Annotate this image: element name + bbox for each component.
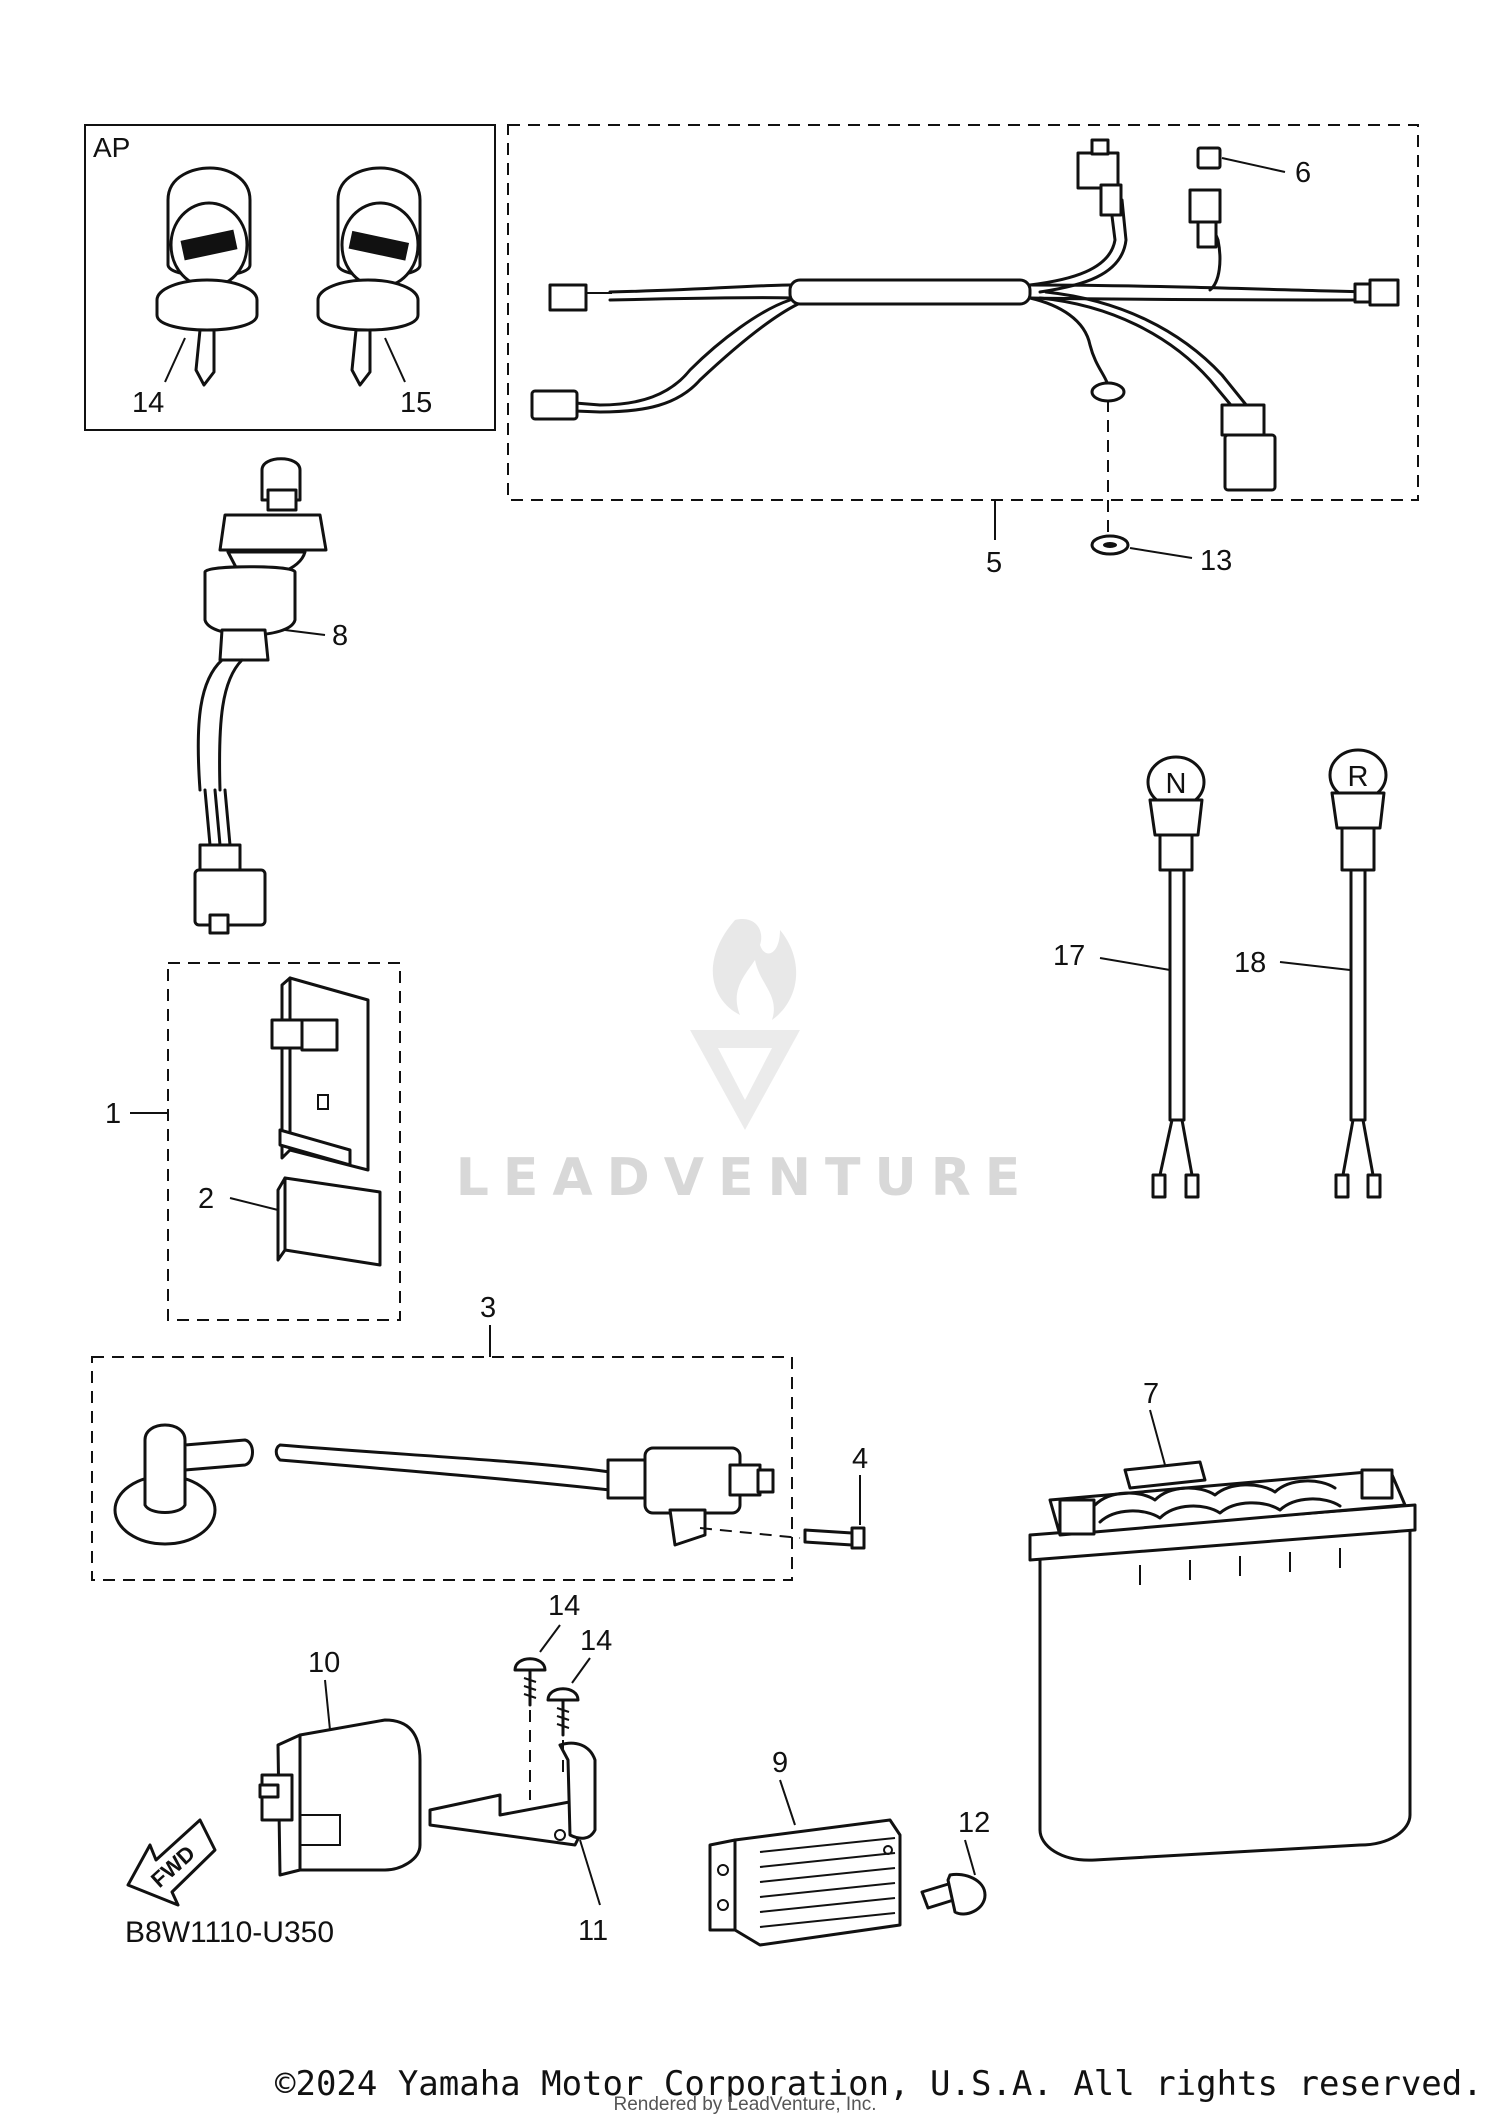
forward-arrow-icon: FWD — [126, 1818, 217, 1907]
cdi-group: 1 2 — [105, 962, 401, 1321]
callout-8: 8 — [332, 620, 348, 652]
rectifier-regulator: 9 — [708, 1747, 902, 1947]
key-16 — [155, 166, 259, 387]
ap-key-group: AP 14 15 — [84, 124, 496, 431]
callout-11: 11 — [578, 1915, 608, 1947]
ap-group-label: AP — [93, 132, 130, 163]
key-15 — [316, 166, 422, 387]
rendered-by-notice: Rendered by LeadVenture, Inc. — [613, 2094, 876, 2115]
bracket: 11 — [428, 1741, 608, 1947]
battery: 7 — [1028, 1378, 1417, 1862]
callout-16: 14 — [132, 387, 164, 419]
callout-15: 15 — [400, 387, 432, 419]
main-switch: 8 — [193, 457, 348, 935]
callout-17: 17 — [1053, 940, 1085, 972]
callout-12: 12 — [958, 1807, 990, 1839]
callout-14a: 14 — [548, 1590, 580, 1622]
callout-13: 13 — [1200, 545, 1232, 577]
copyright-notice: ©2024 Yamaha Motor Corporation, U.S.A. A… — [275, 2064, 1483, 2104]
callout-3: 3 — [480, 1292, 496, 1324]
ignition-coil-group: 3 4 — [91, 1292, 868, 1581]
watermark-text: LEADVENTURE — [456, 1148, 1035, 1208]
callout-4: 4 — [852, 1443, 868, 1475]
callout-18: 18 — [1234, 947, 1266, 979]
callout-1: 1 — [105, 1098, 121, 1130]
callout-2: 2 — [198, 1183, 214, 1215]
neutral-letter: N — [1166, 768, 1187, 800]
relay: 10 — [258, 1647, 422, 1877]
callout-6: 6 — [1295, 157, 1311, 189]
callout-5: 5 — [986, 547, 1002, 579]
watermark-logo — [690, 919, 800, 1130]
reverse-switch: R 18 — [1234, 748, 1388, 1199]
bolt-12: 12 — [920, 1807, 990, 1916]
screw-14a: 14 — [513, 1590, 580, 1800]
callout-7: 7 — [1143, 1378, 1159, 1410]
screw-14b: 14 — [546, 1625, 612, 1780]
neutral-switch: N 17 — [1053, 755, 1206, 1199]
callout-10: 10 — [308, 1647, 340, 1679]
wire-harness-group: 6 13 5 — [507, 124, 1419, 579]
callout-9: 9 — [772, 1747, 788, 1779]
reverse-letter: R — [1348, 761, 1369, 793]
callout-14b: 14 — [580, 1625, 612, 1657]
drawing-code: B8W1110-U350 — [125, 1916, 334, 1949]
